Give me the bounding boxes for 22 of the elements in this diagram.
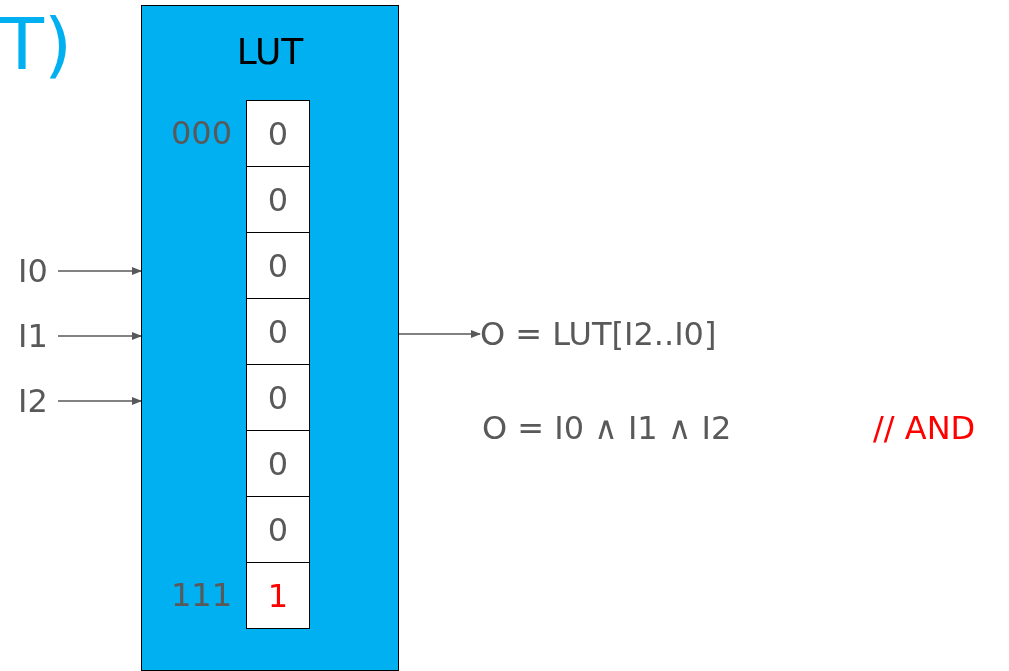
memory-cell: 0 [246, 166, 310, 233]
arrow [57, 267, 142, 275]
logic-expression: O = I0 ∧ I1 ∧ I2 [482, 412, 732, 444]
memory-cell: 0 [246, 232, 310, 299]
input-label: I0 [18, 252, 58, 290]
arrow [57, 397, 142, 405]
memory-cell: 0 [246, 496, 310, 563]
input-label: I1 [18, 317, 58, 355]
memory-cell: 0 [246, 364, 310, 431]
memory-cell: 1 [246, 562, 310, 629]
memory-cell: 0 [246, 298, 310, 365]
input-label: I2 [18, 382, 58, 420]
arrow [398, 330, 481, 338]
output-expression: O = LUT[I2..I0] [480, 313, 760, 355]
block-title: LUT [236, 34, 304, 70]
arrow [57, 332, 142, 340]
memory-cell: 0 [246, 100, 310, 167]
memory-cell: 0 [246, 430, 310, 497]
code-comment: // AND [873, 412, 976, 444]
lut-block [141, 5, 399, 671]
address-label: 000 [170, 117, 232, 149]
address-label: 111 [170, 579, 232, 611]
